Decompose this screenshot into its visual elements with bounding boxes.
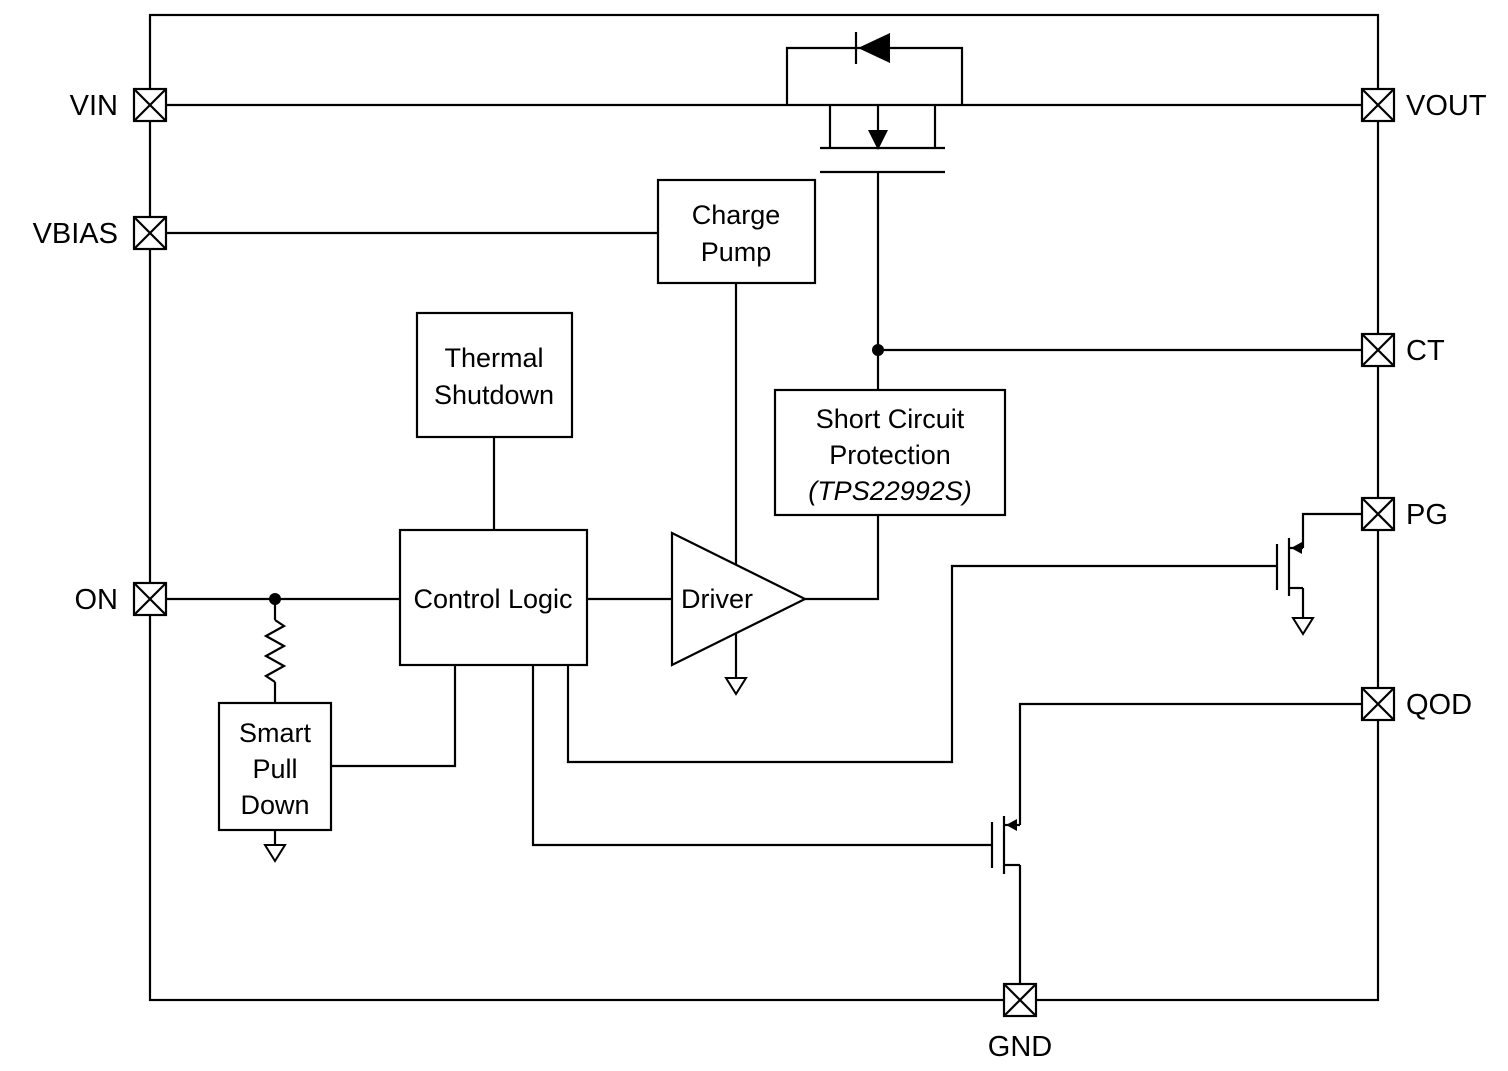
pin-label-on: ON [75,584,119,616]
thermal-shutdown-label-1: Thermal [444,343,543,373]
block-thermal-shutdown: Thermal Shutdown [415,311,574,439]
pin-x-vin [133,88,167,122]
pin-x-pg [1361,497,1395,531]
wire-qodfet-qodpin [1018,702,1362,825]
short-circuit-box [773,388,1007,517]
junction-ct-node [872,344,884,356]
block-driver: Driver [670,531,808,667]
body-diode [854,32,890,64]
smart-pull-down-label-1: Smart [239,718,312,748]
pin-vbias: VBIAS [33,215,168,251]
ground-icon-driver [724,677,748,696]
pin-qod: QOD [1360,686,1472,722]
short-circuit-label-3: (TPS22992S) [808,476,972,506]
pin-x-vbias [133,216,167,250]
wire-scp-to-driver [805,515,880,601]
pin-x-ct [1361,333,1395,367]
pin-on: ON [75,581,168,617]
control-logic-box [398,528,589,667]
pin-label-gnd: GND [988,1031,1052,1063]
pin-vout: VOUT [1360,87,1487,123]
charge-pump-label-2: Pump [701,237,772,267]
ground-icon-spd [263,844,287,863]
pin-x-qod [1361,687,1395,721]
pin-label-vin: VIN [70,90,118,122]
pin-gnd: GND [988,982,1052,1063]
smart-pull-down-label-3: Down [240,790,309,820]
wire-controllogic-pgfet [566,564,1277,764]
ground-icon-pgfet [1291,617,1315,636]
driver-triangle [670,531,808,667]
driver-label: Driver [681,584,753,614]
short-circuit-label-2: Protection [829,440,951,470]
pin-ct: CT [1360,332,1445,368]
block-charge-pump: Charge Pump [656,178,817,285]
block-smart-pull-down: Smart Pull Down [217,701,333,832]
thermal-shutdown-label-2: Shutdown [434,380,554,410]
block-short-circuit-protection: Short Circuit Protection (TPS22992S) [773,388,1007,517]
pin-x-gnd [1003,983,1037,1017]
pg-fet-arrow [1291,542,1302,554]
wire-controllogic-qodfet [531,665,992,847]
charge-pump-label-1: Charge [692,200,781,230]
junction-on-node [269,593,281,605]
control-logic-label: Control Logic [413,584,572,614]
block-control-logic: Control Logic [398,528,589,667]
qod-fet [990,816,1020,874]
smart-pull-down-label-2: Pull [252,754,297,784]
pin-label-vbias: VBIAS [33,218,118,250]
wires [166,46,1362,984]
diode-anode-triangle [858,33,890,63]
wire-pgfet-pgpin [1301,512,1362,548]
ic-boundary [148,13,1380,1002]
pin-vin: VIN [70,87,168,123]
charge-pump-box [656,178,817,285]
wire-spd-controllogic [331,665,457,768]
smart-pull-down-box [217,701,333,832]
pin-x-vout [1361,88,1395,122]
short-circuit-label-1: Short Circuit [816,404,965,434]
pin-label-vout: VOUT [1406,90,1487,122]
pass-fet-arrow [868,130,888,150]
pin-pg: PG [1360,496,1448,532]
resistor-zigzag [263,619,287,683]
thermal-shutdown-box [415,311,574,439]
pin-x-on [133,582,167,616]
pin-label-ct: CT [1406,335,1445,367]
pass-fet [820,105,945,174]
qod-fet-arrow [1006,819,1017,831]
pg-fet [1275,538,1303,596]
pin-label-qod: QOD [1406,689,1472,721]
pin-label-pg: PG [1406,499,1448,531]
